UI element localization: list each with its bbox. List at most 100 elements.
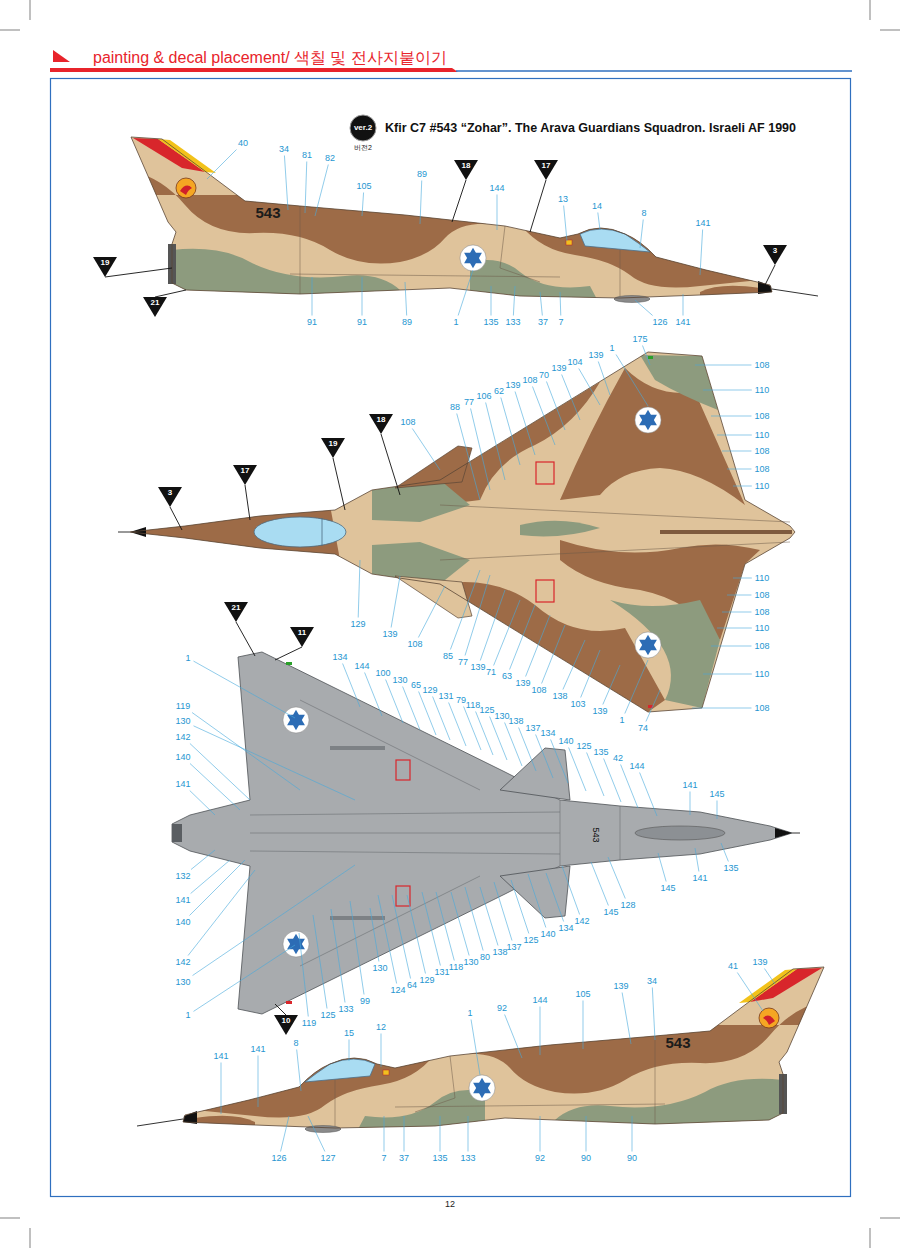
leader-line — [562, 375, 580, 421]
leader-line — [358, 560, 360, 618]
callout-number: 144 — [489, 183, 504, 193]
art-part — [372, 542, 470, 584]
leader-line — [391, 576, 400, 628]
leader-line — [764, 969, 775, 985]
callout-number: 108 — [754, 360, 769, 370]
art-part — [172, 652, 792, 1014]
leader-line — [608, 857, 625, 899]
leader-line — [194, 945, 295, 1011]
leader-line — [695, 365, 751, 366]
art-part — [640, 355, 718, 410]
callout-number: 1 — [185, 1010, 190, 1020]
callout-number: 135 — [593, 747, 608, 757]
marker-triangle-shape — [158, 487, 182, 507]
callout-number: 110 — [755, 481, 769, 491]
leader-line — [587, 753, 604, 797]
callout-number: 89 — [402, 317, 412, 327]
callout-number: 142 — [175, 957, 190, 967]
leader-line — [305, 162, 307, 214]
leader-line — [603, 665, 620, 705]
leader-line — [540, 1116, 541, 1152]
callout-number: 90 — [581, 1153, 591, 1163]
callout-number: 108 — [400, 417, 415, 427]
leader-line — [155, 290, 186, 297]
leader-line — [457, 414, 480, 501]
leader-line — [727, 595, 751, 596]
marker-triangle: 10 — [274, 1015, 298, 1035]
leader-line — [625, 660, 648, 714]
leader-line — [581, 650, 600, 698]
callout-number: 134 — [332, 652, 347, 662]
leader-line — [722, 451, 751, 452]
leader-line — [511, 880, 529, 934]
leader-line — [583, 1001, 584, 1050]
callout-number: 139 — [382, 629, 397, 639]
marker-triangle: 21 — [143, 297, 167, 317]
callout-number: 13 — [558, 194, 568, 204]
leader-line — [494, 882, 512, 941]
leader-line — [420, 181, 422, 225]
leader-line — [526, 615, 550, 677]
callout-number: 89 — [417, 169, 427, 179]
leader-line — [384, 1116, 385, 1152]
leader-line — [765, 265, 775, 285]
left-side-view — [125, 137, 818, 305]
leader-line — [105, 268, 172, 277]
leader-line — [540, 292, 542, 316]
leader-line — [563, 640, 585, 690]
callout-number: 127 — [320, 1153, 335, 1163]
callout-number: 70 — [539, 370, 549, 380]
callout-number: 144 — [629, 761, 644, 771]
art-part — [648, 356, 653, 359]
art-part — [396, 760, 410, 780]
leader-line — [510, 605, 535, 670]
underside-view — [172, 652, 800, 1014]
callout-number: 118 — [466, 700, 480, 710]
leader-line — [722, 612, 751, 613]
leader-line — [683, 294, 684, 316]
leader-line — [170, 507, 182, 530]
callout-number: 125 — [479, 705, 494, 715]
marker-triangle-shape — [454, 160, 478, 180]
callout-number: 63 — [502, 671, 512, 681]
leader-line — [403, 687, 420, 731]
badge-circle — [350, 115, 376, 141]
marker-triangle: 18 — [454, 160, 478, 180]
callout-number: 132 — [175, 871, 190, 881]
marker-number: 11 — [290, 628, 314, 638]
leader-line — [519, 728, 536, 772]
callout-number: 130 — [175, 977, 190, 987]
leader-line — [386, 680, 403, 724]
callout-number: 139 — [551, 363, 566, 373]
art-part — [560, 368, 745, 505]
callout-number: 110 — [755, 573, 769, 583]
aircraft-serial: 543 — [255, 205, 280, 221]
leader-line — [236, 622, 255, 656]
callout-number: 137 — [506, 942, 521, 952]
leader-line — [405, 282, 407, 316]
aircraft-serial: 543 — [591, 827, 601, 842]
callout-number: 106 — [476, 391, 491, 401]
callout-number: 133 — [338, 1004, 353, 1014]
callout-number: 141 — [175, 779, 190, 789]
callout-number: 105 — [575, 989, 590, 999]
leader-line — [297, 1050, 301, 1092]
callout-number: 108 — [754, 703, 769, 713]
callout-number: 137 — [525, 723, 540, 733]
leader-line — [468, 1116, 469, 1152]
leader-line — [381, 434, 400, 495]
leader-line — [579, 369, 600, 406]
leader-line — [392, 895, 411, 979]
callout-number: 108 — [754, 590, 769, 600]
callout-number: 125 — [523, 935, 538, 945]
marker-number: 10 — [274, 1016, 298, 1026]
leader-line — [717, 801, 718, 820]
callout-number: 41 — [728, 961, 738, 971]
leader-line — [258, 1056, 259, 1108]
leader-line — [284, 156, 288, 211]
top-view — [118, 352, 795, 712]
aircraft-serial: 543 — [665, 1035, 690, 1051]
marker-triangle: 18 — [369, 414, 393, 434]
leader-line — [362, 277, 363, 316]
leader-line — [551, 740, 568, 784]
